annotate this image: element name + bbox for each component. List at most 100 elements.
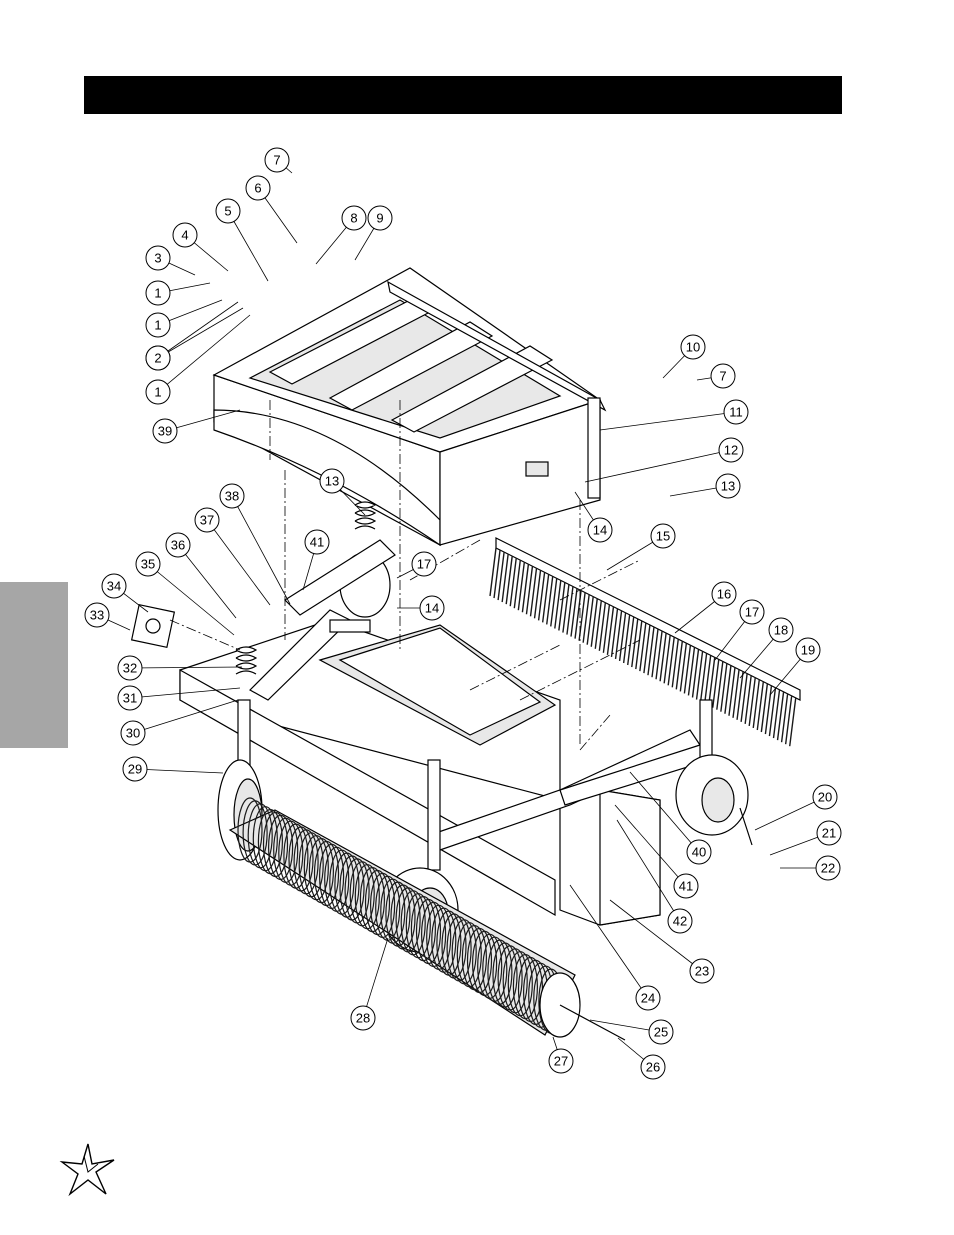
callout-34: 34 bbox=[101, 573, 149, 613]
callout-number: 13 bbox=[325, 474, 339, 489]
leader-line bbox=[614, 804, 687, 887]
callout-circle bbox=[350, 1005, 376, 1031]
callout-circle bbox=[152, 418, 178, 444]
callout-18: 18 bbox=[739, 617, 794, 679]
callout-circle bbox=[117, 655, 143, 681]
callout-10: 10 bbox=[662, 334, 706, 379]
callout-24: 24 bbox=[569, 884, 661, 1011]
callout-35: 35 bbox=[135, 551, 235, 636]
section-tab bbox=[0, 582, 68, 748]
callout-39: 39 bbox=[152, 409, 241, 444]
callout-4: 4 bbox=[172, 222, 229, 272]
callout-circle bbox=[145, 312, 171, 338]
callout-number: 1 bbox=[154, 385, 161, 400]
callout-19: 19 bbox=[769, 637, 821, 696]
callout-28: 28 bbox=[350, 937, 389, 1031]
callout-15: 15 bbox=[606, 523, 676, 571]
callout-number: 31 bbox=[123, 691, 137, 706]
callout-41: 41 bbox=[302, 529, 330, 591]
callout-number: 5 bbox=[224, 204, 231, 219]
leader-line bbox=[599, 411, 737, 431]
callout-number: 20 bbox=[818, 790, 832, 805]
callout-6: 6 bbox=[245, 175, 298, 244]
callout-3: 3 bbox=[145, 245, 196, 276]
callout-38: 38 bbox=[219, 483, 291, 605]
leader-line bbox=[569, 884, 649, 999]
callout-circle bbox=[172, 222, 198, 248]
callout-number: 14 bbox=[593, 523, 607, 538]
callout-37: 37 bbox=[194, 507, 271, 606]
callout-circle bbox=[667, 908, 693, 934]
callout-number: 26 bbox=[646, 1060, 660, 1075]
callout-11: 11 bbox=[599, 399, 749, 431]
callout-number: 25 bbox=[654, 1025, 668, 1040]
assembly-lines bbox=[169, 400, 641, 751]
callout-number: 27 bbox=[554, 1054, 568, 1069]
callout-circle bbox=[689, 958, 715, 984]
callout-number: 41 bbox=[310, 535, 324, 550]
callout-number: 14 bbox=[425, 601, 439, 616]
leader-line bbox=[231, 495, 291, 605]
callout-circle bbox=[718, 437, 744, 463]
callout-13: 13 bbox=[669, 473, 741, 499]
callout-number: 18 bbox=[774, 623, 788, 638]
callout-number: 23 bbox=[695, 964, 709, 979]
callout-number: 10 bbox=[686, 340, 700, 355]
callout-number: 42 bbox=[673, 914, 687, 929]
leader-line bbox=[164, 409, 241, 432]
callout-26: 26 bbox=[617, 1037, 666, 1080]
callout-2: 2 bbox=[145, 301, 239, 371]
title-bar bbox=[84, 76, 842, 114]
callout-33: 33 bbox=[84, 602, 131, 631]
hood-deck bbox=[179, 619, 661, 926]
callout-number: 22 bbox=[821, 861, 835, 876]
callout-number: 3 bbox=[154, 251, 161, 266]
callout-number: 8 bbox=[350, 211, 357, 226]
callout-36: 36 bbox=[165, 532, 237, 619]
callout-circle bbox=[165, 532, 191, 558]
callout-circle bbox=[145, 280, 171, 306]
callout-32: 32 bbox=[117, 655, 243, 681]
callout-number: 39 bbox=[158, 424, 172, 439]
leader-line bbox=[206, 519, 271, 606]
callout-number: 38 bbox=[225, 489, 239, 504]
callout-circle bbox=[680, 334, 706, 360]
leader-line bbox=[362, 937, 389, 1019]
callout-circle bbox=[635, 985, 661, 1011]
callout-25: 25 bbox=[589, 1019, 674, 1045]
callout-29: 29 bbox=[122, 756, 224, 782]
leader-line bbox=[157, 307, 244, 359]
callout-number: 28 bbox=[356, 1011, 370, 1026]
callout-circle bbox=[341, 205, 367, 231]
callout-number: 19 bbox=[801, 643, 815, 658]
leader-line bbox=[129, 666, 243, 669]
star-logo-icon bbox=[59, 1143, 115, 1197]
leader-line bbox=[134, 768, 224, 774]
callout-12: 12 bbox=[584, 437, 744, 483]
callout-number: 37 bbox=[200, 513, 214, 528]
callout-circle bbox=[650, 523, 676, 549]
leader-line bbox=[754, 796, 826, 831]
callout-number: 11 bbox=[729, 405, 743, 420]
callout-circle bbox=[304, 529, 330, 555]
callout-21: 21 bbox=[769, 820, 842, 856]
callout-circle bbox=[419, 595, 445, 621]
callout-group: 1111234567789101112131314141516171718192… bbox=[84, 147, 842, 1080]
callout-number: 35 bbox=[141, 557, 155, 572]
callout-17: 17 bbox=[396, 551, 437, 579]
callout-20: 20 bbox=[754, 784, 838, 831]
callout-circle bbox=[319, 468, 345, 494]
leader-line bbox=[129, 687, 241, 699]
callout-number: 30 bbox=[126, 726, 140, 741]
callout-circle bbox=[194, 507, 220, 533]
callout-circle bbox=[723, 399, 749, 425]
callout-5: 5 bbox=[215, 198, 269, 282]
callout-number: 7 bbox=[719, 369, 726, 384]
callout-number: 13 bbox=[721, 479, 735, 494]
callout-circle bbox=[135, 551, 161, 577]
callout-circle bbox=[587, 517, 613, 543]
mount-frame bbox=[212, 267, 607, 547]
callout-number: 17 bbox=[417, 557, 431, 572]
callout-circle bbox=[673, 873, 699, 899]
